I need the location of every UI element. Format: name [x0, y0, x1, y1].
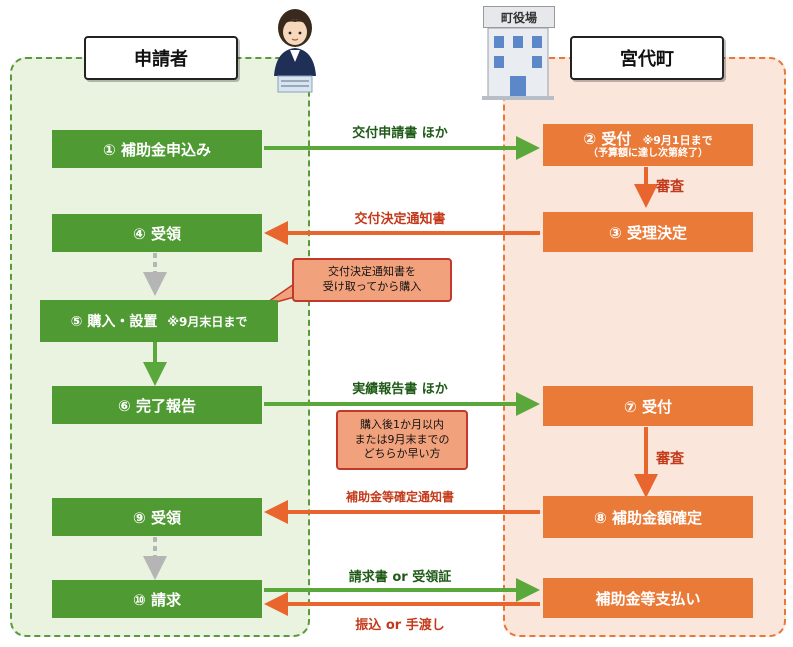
note-report-deadline: 購入後1か月以内 または9月末までの どちらか早い方	[336, 410, 468, 470]
label-payment-method: 振込 or 手渡し	[355, 618, 445, 633]
label-confirm-notice: 補助金等確定通知書	[345, 490, 454, 504]
town-header: 宮代町	[570, 36, 724, 80]
step-1-application: ① 補助金申込み	[52, 130, 262, 168]
callout-purchase-after-notice: 交付決定通知書を 受け取ってから購入	[292, 258, 452, 302]
label-application-docs: 交付申請書 ほか	[352, 126, 448, 141]
applicant-header: 申請者	[84, 36, 238, 80]
deadline-line-3: どちらか早い方	[363, 447, 441, 461]
step-6-completion-report: ⑥ 完了報告	[52, 386, 262, 424]
label-review-2: 審査	[656, 451, 684, 467]
step-payment: 補助金等支払い	[543, 578, 753, 618]
step-3-acceptance: ③ 受理決定	[543, 212, 753, 252]
step-10-request: ⑩ 請求	[52, 580, 262, 618]
step-2-note: ※9月1日まで	[642, 133, 713, 147]
label-review-1: 審査	[656, 179, 684, 195]
step-5-label: ⑤ 購入・設置	[70, 314, 158, 330]
step-7-reception: ⑦ 受付	[543, 386, 753, 426]
label-invoice: 請求書 or 受領証	[348, 570, 452, 585]
step-2-sub: （予算額に達し次第終了）	[588, 147, 708, 159]
town-office-building: 町役場	[478, 6, 558, 102]
label-decision-notice: 交付決定通知書	[354, 212, 446, 227]
callout-line-1: 交付決定通知書を	[328, 265, 416, 279]
building-icon	[482, 28, 554, 100]
step-8-amount-confirmed: ⑧ 補助金額確定	[543, 496, 753, 538]
step-5-purchase: ⑤ 購入・設置 ※9月末日まで	[40, 300, 278, 342]
person-icon	[274, 9, 316, 93]
step-4-receipt: ④ 受領	[52, 214, 262, 252]
deadline-line-2: または9月末までの	[354, 432, 450, 446]
deadline-line-1: 購入後1か月以内	[360, 417, 444, 431]
step-9-receipt: ⑨ 受領	[52, 498, 262, 536]
step-5-note: ※9月末日まで	[167, 314, 248, 329]
step-2-label: ② 受付	[583, 129, 632, 148]
step-2-reception: ② 受付 ※9月1日まで （予算額に達し次第終了）	[543, 124, 753, 166]
callout-line-2: 受け取ってから購入	[322, 280, 422, 293]
label-report-docs: 実績報告書 ほか	[352, 382, 448, 397]
